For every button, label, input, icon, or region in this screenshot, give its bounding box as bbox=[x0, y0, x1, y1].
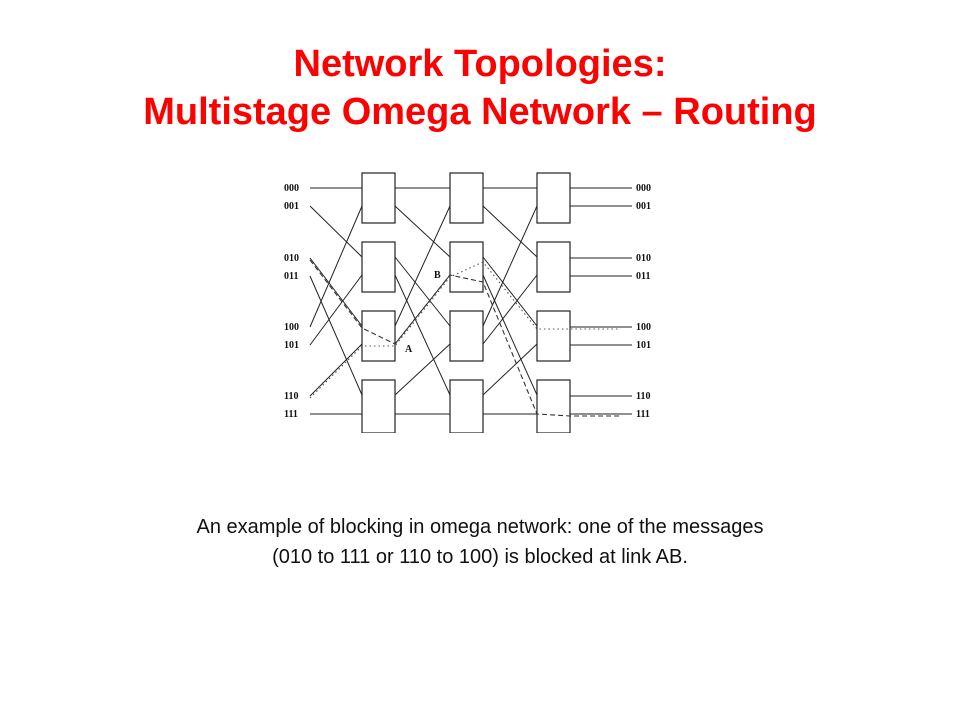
stage-1-switches bbox=[361, 172, 396, 433]
input-label: 100 bbox=[284, 322, 299, 333]
title-line-2: Multistage Omega Network – Routing bbox=[143, 91, 817, 133]
omega-network-diagram: 000 001 010 011 100 101 110 111 000 001 … bbox=[282, 168, 662, 433]
output-label: 110 bbox=[636, 391, 650, 402]
omega-network-svg: 000 001 010 011 100 101 110 111 000 001 … bbox=[284, 172, 651, 433]
output-label: 001 bbox=[636, 201, 651, 212]
stage-3-switches bbox=[536, 172, 571, 433]
input-label: 001 bbox=[284, 201, 299, 212]
stage-2-switches bbox=[449, 172, 484, 433]
switch-box bbox=[536, 241, 571, 293]
stage-1-2-links bbox=[394, 187, 451, 415]
route-110-to-100 bbox=[309, 261, 620, 399]
input-label: 010 bbox=[284, 253, 299, 264]
switch-box bbox=[361, 310, 396, 362]
switch-box bbox=[361, 379, 396, 433]
input-label: 110 bbox=[284, 391, 298, 402]
input-shuffle-links bbox=[309, 187, 363, 415]
output-label: 100 bbox=[636, 322, 651, 333]
output-labels: 000 001 010 011 100 101 110 111 bbox=[636, 183, 651, 420]
switch-box bbox=[536, 310, 571, 362]
caption-line-1: An example of blocking in omega network:… bbox=[196, 516, 764, 538]
input-labels: 000 001 010 011 100 101 110 111 bbox=[284, 183, 299, 420]
node-label-a: A bbox=[405, 344, 413, 355]
input-label: 000 bbox=[284, 183, 299, 194]
input-label: 011 bbox=[284, 271, 298, 282]
output-label: 111 bbox=[636, 409, 650, 420]
switch-box bbox=[361, 172, 396, 224]
switch-box bbox=[361, 241, 396, 293]
caption-line-2: (010 to 111 or 110 to 100) is blocked at… bbox=[272, 546, 688, 568]
stage-2-3-links bbox=[482, 187, 538, 415]
slide-caption: An example of blocking in omega network:… bbox=[0, 512, 960, 572]
route-010-to-111 bbox=[309, 259, 620, 417]
input-label: 101 bbox=[284, 340, 299, 351]
input-label: 111 bbox=[284, 409, 298, 420]
switch-box bbox=[449, 241, 484, 293]
node-label-b: B bbox=[434, 270, 441, 281]
switch-box bbox=[536, 172, 571, 224]
switch-box bbox=[536, 379, 571, 433]
output-label: 000 bbox=[636, 183, 651, 194]
output-label: 011 bbox=[636, 271, 650, 282]
switch-box bbox=[449, 172, 484, 224]
slide-title: Network Topologies: Multistage Omega Net… bbox=[0, 40, 960, 136]
title-line-1: Network Topologies: bbox=[293, 43, 667, 85]
output-links bbox=[570, 187, 632, 415]
switch-box bbox=[449, 310, 484, 362]
output-label: 101 bbox=[636, 340, 651, 351]
switch-box bbox=[449, 379, 484, 433]
output-label: 010 bbox=[636, 253, 651, 264]
